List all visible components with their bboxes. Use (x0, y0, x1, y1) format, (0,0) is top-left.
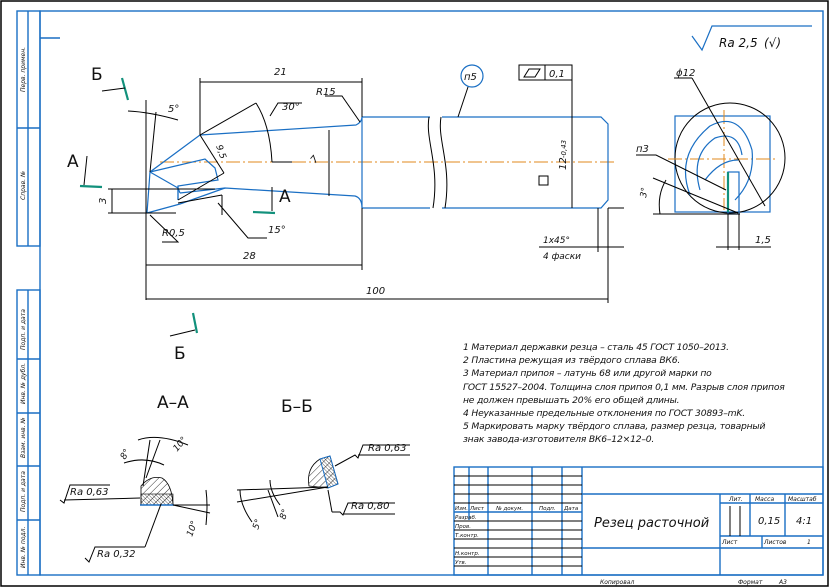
section-title: А–А (157, 393, 189, 413)
square-symbol-icon (538, 175, 549, 186)
dim-text: 10° (172, 435, 190, 454)
tb-row-label: Разраб. (455, 515, 477, 521)
dim-text: 100 (366, 286, 385, 297)
note-line: 1 Материал державки резца – сталь 45 ГОС… (463, 342, 729, 353)
shank-outline (362, 116, 609, 209)
note-line: 5 Маркировать марку твёрдого сплава, раз… (463, 421, 766, 433)
section-label: Б (91, 65, 103, 85)
dim-text: ϕ12 (676, 68, 695, 79)
technical-notes: 1 Материал державки резца – сталь 45 ГОС… (463, 341, 803, 447)
note-line: 3 Материал припоя – латунь 68 или другой… (463, 368, 712, 380)
dim-text: 12 (558, 157, 569, 170)
roughness-text: Ra 0,32 (97, 549, 136, 560)
stamp-label: Инв. № подл. (20, 527, 27, 568)
dim-text: 5° (168, 104, 179, 115)
tb-col-label: № докум. (495, 506, 523, 512)
drawing-title: Резец расточной (594, 516, 709, 531)
svg-text:Ra 2,5: Ra 2,5 (719, 36, 758, 50)
dim-text: 15° (268, 225, 286, 236)
section-label: Б (174, 344, 186, 364)
section-aa: А–А 8° 10° 10° Ra 0,63 Ra 0,32 (59, 393, 211, 563)
roughness-text: Ra 0,63 (70, 487, 109, 498)
dim-text: п3 (636, 144, 649, 155)
neck-bottom (179, 187, 363, 209)
dim-text: 21 (274, 67, 287, 78)
section-mark-a (252, 210, 276, 215)
tb-row-label: Н.контр. (455, 551, 480, 557)
format-label: Формат (738, 579, 763, 586)
stamp-label: Подп. и дата (20, 471, 27, 512)
flatness-value: 0,1 (549, 69, 565, 80)
side-stamp: Перв. примен. Справ. № Подп. и дата Инв.… (16, 10, 60, 576)
tb-row-label: Т.контр. (455, 533, 479, 539)
balloon (460, 64, 484, 88)
tb-col-label: Лист (469, 506, 485, 512)
dim-text: 8° (119, 448, 133, 462)
tb-label: Листов (763, 539, 787, 546)
tb-label: Масштаб (788, 496, 817, 503)
stamp-label: Подп. и дата (20, 309, 27, 350)
tb-label: Лит. (728, 496, 743, 503)
stamp-label: Справ. № (20, 171, 27, 200)
dim-text: 8° (278, 508, 291, 521)
mass-value: 0,15 (758, 516, 780, 527)
general-roughness: Ra 2,5 (√) (691, 25, 812, 52)
tb-row-label: Пров. (455, 524, 471, 530)
main-view: Б А А Б 21 R15 30° 5° 9,5 7 3 R0,5 15° 2… (67, 64, 624, 364)
dim-text: 28 (243, 251, 256, 262)
dim-text: R0,5 (162, 228, 185, 239)
dim-text: 5° (251, 518, 264, 531)
note-line: 2 Пластина режущая из твёрдого сплава ВК… (463, 355, 681, 367)
stamp-label: Перв. примен. (20, 47, 27, 92)
note-line: ГОСТ 15527–2004. Толщина слоя припоя 0,1… (463, 381, 785, 393)
roughness-text: Ra 0,63 (368, 443, 407, 454)
note-line: не должен превышать 20% его общей длины. (463, 394, 680, 406)
tb-label: Лист (721, 539, 738, 546)
head-outline (146, 134, 201, 214)
end-view: ϕ12 п3 3° 1,5 (636, 68, 786, 250)
copied-label: Копировал (600, 579, 634, 586)
dim-text: 3° (639, 187, 651, 199)
neck-top (199, 116, 363, 136)
roughness-text: Ra 0,80 (351, 501, 390, 512)
section-label: А (67, 152, 79, 172)
dim-text: 3 (98, 198, 109, 204)
tb-col-label: Дата (563, 506, 579, 512)
dim-text: 9,5 (213, 144, 227, 161)
dim-text: 10° (185, 520, 200, 538)
section-label: А (279, 187, 291, 207)
note-line: знак завода-изготовителя ВК6–12×12–0. (463, 434, 655, 446)
dim-text: -0,43 (560, 140, 568, 158)
stamp-label: Инв. № дубл. (20, 363, 27, 404)
title-block: Изм. Лист № докум. Подп. Дата Разраб. Пр… (453, 466, 824, 586)
svg-text:(√): (√) (764, 36, 781, 50)
dim-text: 1,5 (755, 235, 771, 246)
dim-text: 30° (282, 102, 300, 113)
dim-text: 7 (309, 153, 322, 165)
note-line: 4 Неуказанные предельные отклонения по Г… (463, 408, 745, 420)
balloon-text: п5 (464, 72, 477, 83)
format-value: А3 (778, 579, 787, 586)
tb-col-label: Изм. (455, 506, 468, 512)
flatness-icon (523, 68, 541, 78)
tb-label: Масса (755, 496, 774, 503)
section-mark-b (120, 77, 130, 101)
dim-text: 4 фаски (543, 252, 581, 262)
section-mark-b (191, 312, 199, 334)
dim-text: R15 (316, 87, 336, 98)
section-bb: Б–Б Ra 0,63 Ra 0,80 8° 5° (236, 397, 410, 531)
tb-col-label: Подп. (539, 506, 556, 512)
stamp-label: Взам. инв. № (20, 417, 27, 458)
flatness-frame (518, 64, 546, 81)
sheets-value: 1 (807, 539, 811, 546)
scale-value: 4:1 (796, 516, 812, 527)
break-line (427, 116, 436, 209)
section-mark-a (79, 184, 103, 189)
dim-text: 1x45° (543, 236, 570, 246)
section-title: Б–Б (281, 397, 313, 417)
tb-row-label: Утв. (455, 560, 467, 566)
